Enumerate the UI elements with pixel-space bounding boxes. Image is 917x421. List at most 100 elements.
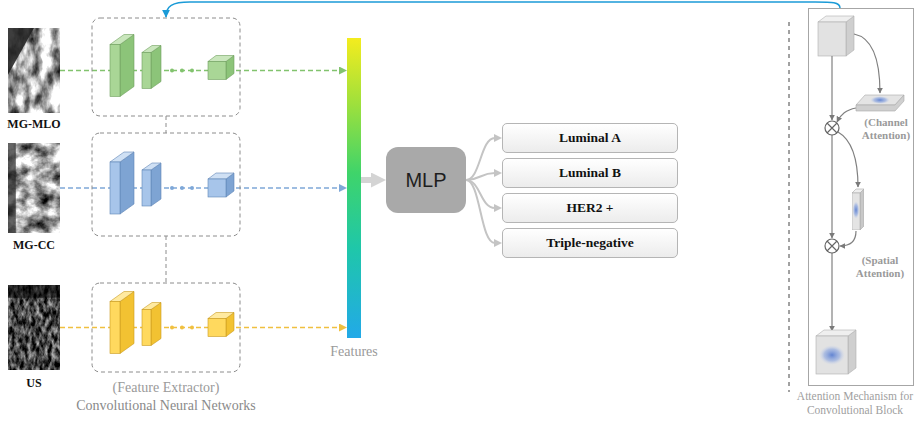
flow-arrow bbox=[854, 34, 880, 93]
image-shade bbox=[8, 28, 34, 75]
attention-highlight bbox=[853, 201, 860, 219]
flow-arrow bbox=[840, 231, 856, 246]
attention-highlight bbox=[819, 345, 845, 365]
feature-flow-line bbox=[60, 187, 340, 189]
block-top bbox=[208, 56, 234, 62]
multiply-symbol bbox=[825, 121, 839, 135]
block-front bbox=[110, 162, 120, 214]
feature-to-mlp-arrow bbox=[361, 177, 373, 183]
extractor-box bbox=[92, 18, 240, 116]
subtype-label: Luminal B bbox=[559, 165, 621, 181]
mlp-output-arrow bbox=[466, 138, 495, 180]
block-side bbox=[120, 35, 134, 97]
block-top bbox=[208, 173, 234, 179]
block-side bbox=[151, 303, 161, 346]
subtype-box: Luminal A bbox=[502, 123, 678, 153]
block-side bbox=[151, 46, 161, 89]
ultrasound-image-art bbox=[8, 285, 60, 370]
mammogram-cc-image: MG-CC bbox=[8, 143, 60, 233]
subtype-label: HER2 + bbox=[566, 200, 613, 216]
block-front bbox=[142, 53, 151, 89]
mammogram-mlo-image: MG-MLO bbox=[8, 28, 60, 113]
mammogram-cc-image-art bbox=[8, 143, 60, 233]
panel-caption: Attention Mechanism for Convolutional Bl… bbox=[794, 390, 916, 418]
image-shade bbox=[8, 285, 60, 298]
mlp-output-arrow bbox=[466, 173, 495, 180]
flow-arrow bbox=[831, 135, 832, 238]
feature-flow-line bbox=[60, 70, 340, 72]
attention-label: (Spatial Attention) bbox=[852, 254, 908, 280]
block-front bbox=[110, 45, 120, 97]
feature-flow-line bbox=[60, 327, 340, 329]
block-top bbox=[142, 163, 161, 170]
connector-group bbox=[60, 71, 495, 328]
mammogram-mlo-image-art bbox=[8, 28, 60, 113]
extractor-box bbox=[92, 133, 240, 236]
block-front bbox=[208, 179, 226, 197]
conv-blocks-yellow bbox=[110, 292, 234, 354]
divider-line bbox=[789, 22, 790, 392]
conv-blocks-blue bbox=[110, 152, 234, 214]
subtype-box: Luminal B bbox=[502, 158, 678, 188]
flow-arrow bbox=[838, 132, 858, 187]
subtype-box: Triple-negative bbox=[502, 228, 678, 258]
ellipsis-dots bbox=[170, 69, 194, 73]
channel-attention-map-art bbox=[855, 94, 905, 112]
mlp-output-arrow bbox=[466, 180, 495, 243]
output-feature-cube bbox=[816, 330, 856, 374]
spatial-attention-map-art bbox=[852, 188, 864, 230]
block-top bbox=[142, 303, 161, 310]
block-side bbox=[120, 292, 134, 354]
block-top bbox=[110, 292, 134, 302]
view-label: MG-CC bbox=[4, 238, 64, 252]
slab-front bbox=[852, 193, 860, 230]
flow-arrow bbox=[837, 108, 856, 122]
extractor-box bbox=[92, 283, 240, 372]
attention-highlight bbox=[870, 96, 890, 104]
extractor-outlines bbox=[92, 18, 240, 372]
subtype-box: HER2 + bbox=[502, 193, 678, 223]
shared-weight-line bbox=[166, 116, 167, 283]
image-shade bbox=[8, 143, 16, 233]
slab-top bbox=[852, 189, 864, 193]
attention-panel: Attention Mechanism for Convolutional Bl… bbox=[808, 8, 914, 386]
mlp-label: MLP bbox=[405, 168, 446, 192]
block-side bbox=[120, 152, 134, 214]
ellipsis-dots bbox=[170, 326, 194, 330]
subtype-label: Triple-negative bbox=[546, 235, 633, 251]
image-texture bbox=[8, 285, 60, 370]
flow-arrow bbox=[831, 253, 832, 331]
block-front bbox=[208, 319, 226, 337]
block-top bbox=[142, 46, 161, 53]
block-top bbox=[110, 152, 134, 162]
ellipsis-dots bbox=[170, 186, 194, 190]
channel-attention-map: (Channel Attention) bbox=[855, 94, 905, 112]
group-caption: Convolutional Neural Networks bbox=[56, 398, 276, 415]
conv-blocks-green bbox=[110, 35, 234, 97]
image-texture bbox=[8, 143, 60, 233]
block-front bbox=[110, 302, 120, 354]
block-front bbox=[208, 62, 226, 80]
multiply-symbol bbox=[825, 239, 839, 253]
input-feature-cube bbox=[818, 16, 854, 56]
block-front bbox=[142, 170, 151, 206]
mlp-output-arrow bbox=[466, 180, 495, 208]
ultrasound-image: US bbox=[8, 285, 60, 370]
slab-front bbox=[856, 95, 904, 111]
image-texture bbox=[8, 28, 60, 113]
block-front bbox=[142, 310, 151, 346]
flow-arrow bbox=[831, 56, 832, 120]
attention-link-curve bbox=[166, 2, 840, 17]
view-label: MG-MLO bbox=[4, 117, 64, 131]
group-caption: (Feature Extractor) bbox=[56, 380, 276, 397]
block-top bbox=[208, 313, 234, 319]
block-side bbox=[151, 163, 161, 206]
attention-flow-arrows bbox=[832, 34, 880, 331]
spatial-attention-map: (Spatial Attention) bbox=[852, 188, 864, 230]
subtype-label: Luminal A bbox=[559, 130, 621, 146]
attention-label: (Channel Attention) bbox=[861, 116, 911, 142]
mlp-box: MLP bbox=[386, 147, 466, 213]
block-top bbox=[110, 35, 134, 45]
